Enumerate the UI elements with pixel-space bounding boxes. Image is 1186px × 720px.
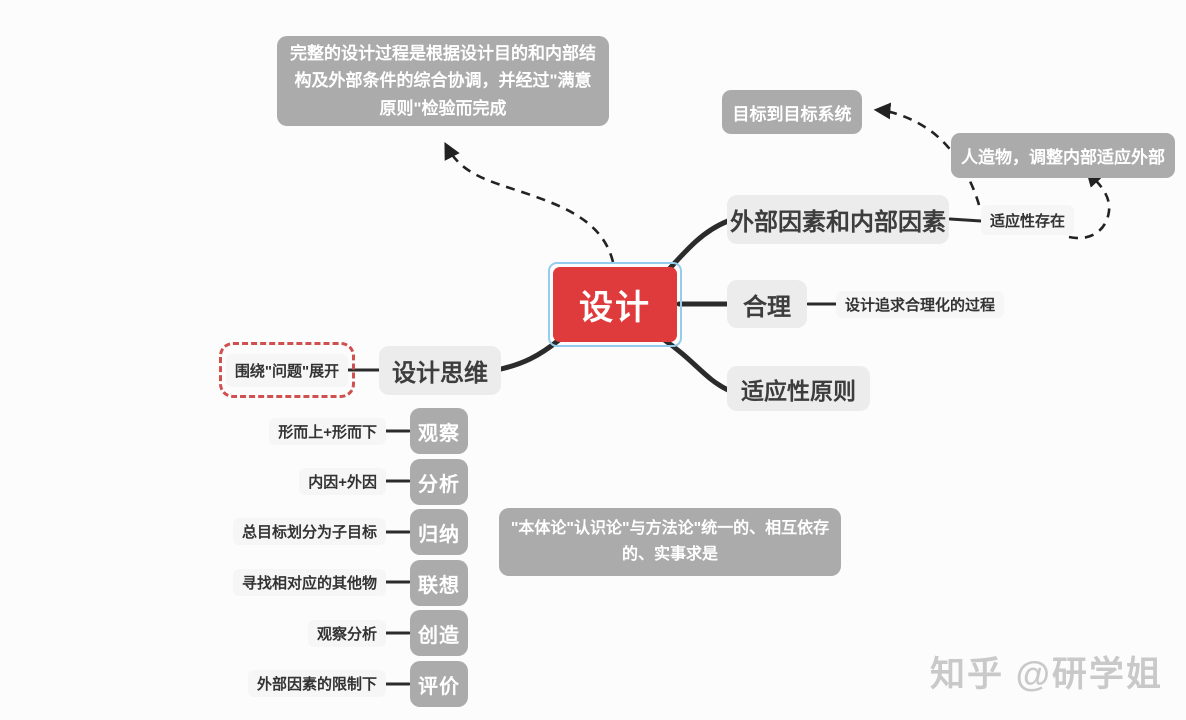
node-design-thinking[interactable]: 设计思维 [379, 346, 501, 395]
node-design-root-label: 设计 [579, 289, 651, 327]
node-step-evaluate-label: 评价 [418, 675, 460, 698]
node-external-internal-factors[interactable]: 外部因素和内部因素 [727, 195, 949, 244]
label-rational-note-text: 设计追求合理化的过程 [845, 297, 996, 314]
label-internal-external-cause-text: 内因+外因 [308, 474, 377, 491]
edge-factors-adaptive-existence [948, 217, 983, 223]
node-design-root[interactable]: 设计 [553, 267, 677, 342]
label-around-problem-text: 围绕"问题"展开 [234, 362, 340, 380]
node-artifact-adjust[interactable]: 人造物，调整内部适应外部 [951, 133, 1175, 178]
label-adaptive-existence[interactable]: 适应性存在 [981, 205, 1075, 235]
label-observe-analyze-text: 观察分析 [316, 626, 377, 643]
label-metaphysics[interactable]: 形而上+形而下 [269, 418, 386, 445]
note-design-process[interactable]: 完整的设计过程是根据设计目的和内部结构及外部条件的综合协调，并经过"满意原则"检… [277, 36, 609, 126]
note-methodology[interactable]: "本体论"认识论"与方法论"统一的、相互依存的、实事求是 [499, 508, 841, 576]
label-rational-note[interactable]: 设计追求合理化的过程 [836, 291, 1005, 318]
node-step-observe[interactable]: 观察 [410, 408, 468, 454]
label-adaptive-existence-text: 适应性存在 [990, 212, 1066, 230]
label-internal-external-cause[interactable]: 内因+外因 [299, 468, 386, 495]
label-find-counterparts[interactable]: 寻找相对应的其他物 [232, 569, 386, 596]
root-selection-ring [548, 262, 682, 347]
node-step-analyze-label: 分析 [418, 473, 460, 496]
node-adaptive-principle[interactable]: 适应性原则 [727, 366, 870, 411]
node-step-evaluate[interactable]: 评价 [410, 661, 468, 707]
node-goal-to-goal-system[interactable]: 目标到目标系统 [722, 90, 862, 134]
node-step-induce[interactable]: 归纳 [410, 509, 468, 555]
node-goal-to-goal-system-label: 目标到目标系统 [732, 104, 852, 124]
dashed-arrow-existence-to-artifact [1068, 169, 1111, 240]
node-step-analyze[interactable]: 分析 [410, 459, 468, 505]
node-adaptive-principle-label: 适应性原则 [741, 377, 856, 404]
node-step-observe-label: 观察 [418, 422, 460, 445]
label-find-counterparts-text: 寻找相对应的其他物 [241, 575, 377, 592]
label-subgoals-text: 总目标划分为子目标 [241, 524, 377, 541]
node-design-thinking-label: 设计思维 [392, 360, 488, 387]
node-external-internal-factors-label: 外部因素和内部因素 [730, 209, 946, 236]
node-rational-label: 合理 [743, 293, 791, 321]
node-step-create[interactable]: 创造 [410, 610, 468, 656]
label-around-problem[interactable]: 围绕"问题"展开 [225, 353, 349, 387]
note-design-process-text: 完整的设计过程是根据设计目的和内部结构及外部条件的综合协调，并经过"满意原则"检… [290, 44, 596, 118]
node-step-associate[interactable]: 联想 [410, 560, 468, 606]
node-artifact-adjust-label: 人造物，调整内部适应外部 [961, 148, 1165, 167]
label-external-limits-text: 外部因素的限制下 [256, 676, 377, 693]
note-methodology-text: "本体论"认识论"与方法论"统一的、相互依存的、实事求是 [510, 520, 830, 563]
label-external-limits[interactable]: 外部因素的限制下 [247, 670, 386, 697]
label-metaphysics-text: 形而上+形而下 [278, 424, 377, 441]
around-problem-highlight[interactable]: 围绕"问题"展开 [219, 342, 355, 398]
label-subgoals[interactable]: 总目标划分为子目标 [232, 518, 386, 545]
zhihu-watermark: 知乎 @研学姐 [930, 655, 1163, 694]
node-step-induce-label: 归纳 [418, 523, 460, 546]
dashed-arrow-existence-to-goal-system [873, 102, 981, 206]
label-observe-analyze[interactable]: 观察分析 [307, 620, 386, 647]
dashed-arrow-root-to-process-note [444, 141, 615, 263]
node-step-create-label: 创造 [418, 624, 460, 647]
node-rational[interactable]: 合理 [727, 280, 807, 328]
node-step-associate-label: 联想 [418, 574, 460, 597]
